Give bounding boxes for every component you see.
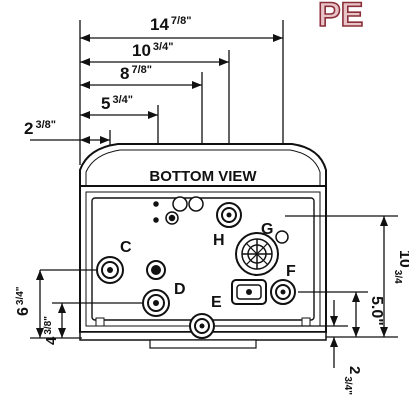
dim-4-3-8: 43/8": [43, 316, 60, 345]
label-f: F: [286, 263, 296, 280]
label-c: C: [120, 239, 132, 256]
dim-2-3-4: 23/4": [342, 366, 363, 395]
top-dimension-arrows: [80, 34, 283, 144]
left-dimension-arrows: [36, 270, 66, 338]
diagram-title: BOTTOM VIEW: [149, 168, 257, 185]
dim-10-3-4-height: 103/4: [392, 250, 409, 284]
connection-c: [96, 256, 124, 284]
right-dimension-arrows: [330, 216, 388, 347]
small-ports: [153, 196, 204, 225]
label-g: H: [213, 232, 225, 249]
connection-e: [189, 313, 215, 339]
label-d: D: [174, 281, 186, 298]
connection-f: [231, 279, 296, 305]
label-e: E: [211, 294, 222, 311]
connection-h: [235, 230, 289, 276]
connection-d: [142, 260, 170, 317]
dim-6-3-4: 63/4": [15, 286, 32, 316]
dim-5-0: 5.0": [368, 296, 385, 326]
brand-logo: PE: [317, 0, 364, 35]
connection-g: [216, 202, 242, 228]
logo-text: PE: [318, 0, 363, 34]
label-h: G: [261, 221, 273, 238]
